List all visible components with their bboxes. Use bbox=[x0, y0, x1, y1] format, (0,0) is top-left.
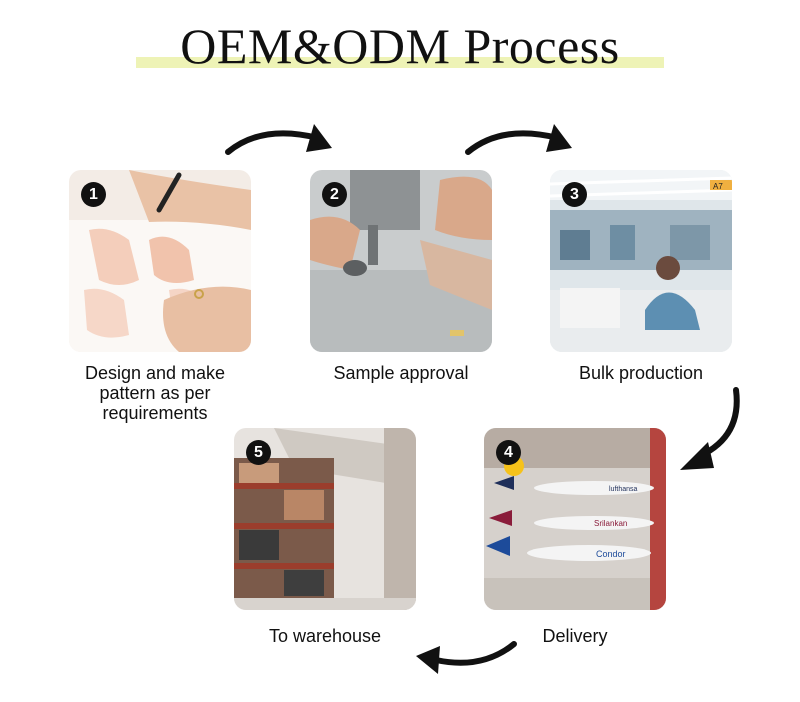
step-3-badge: 3 bbox=[562, 182, 587, 207]
step-1-design-photo: 1 bbox=[69, 170, 251, 352]
step-4-delivery-photo: lufthansa Srilankan Condor 4 bbox=[484, 428, 666, 610]
step-2-sample-photo: 2 bbox=[310, 170, 492, 352]
plane-3-text: Condor bbox=[596, 549, 626, 559]
step-2-badge: 2 bbox=[322, 182, 347, 207]
step-3-label: Bulk production bbox=[578, 363, 704, 383]
step-1-label: Design and make pattern as per requireme… bbox=[84, 363, 226, 423]
step-4-badge: 4 bbox=[496, 440, 521, 465]
title-highlight bbox=[136, 57, 664, 68]
step-2-label: Sample approval bbox=[333, 363, 469, 383]
design-sketch-image bbox=[69, 170, 251, 352]
step-5-warehouse-photo: 5 bbox=[234, 428, 416, 610]
warehouse-image bbox=[234, 428, 416, 610]
page-title: OEM&ODM Process bbox=[180, 18, 620, 74]
arrow-4-to-5-icon bbox=[416, 641, 517, 674]
plane-1-text: lufthansa bbox=[609, 486, 638, 493]
title-block: OEM&ODM Process bbox=[0, 14, 800, 84]
step-1-badge: 1 bbox=[81, 182, 106, 207]
step-3-bulk-photo: A7 3 bbox=[550, 170, 732, 352]
step-5-badge: 5 bbox=[246, 440, 271, 465]
factory-sign-text: A7 bbox=[713, 182, 723, 191]
arrow-1-to-2-icon bbox=[225, 124, 332, 155]
step-5-label: To warehouse bbox=[268, 626, 382, 646]
arrow-3-to-4-icon bbox=[680, 387, 740, 470]
step-4-label: Delivery bbox=[542, 626, 608, 646]
sewing-machine-image bbox=[310, 170, 492, 352]
arrow-2-to-3-icon bbox=[465, 124, 572, 155]
plane-2-text: Srilankan bbox=[594, 519, 627, 528]
